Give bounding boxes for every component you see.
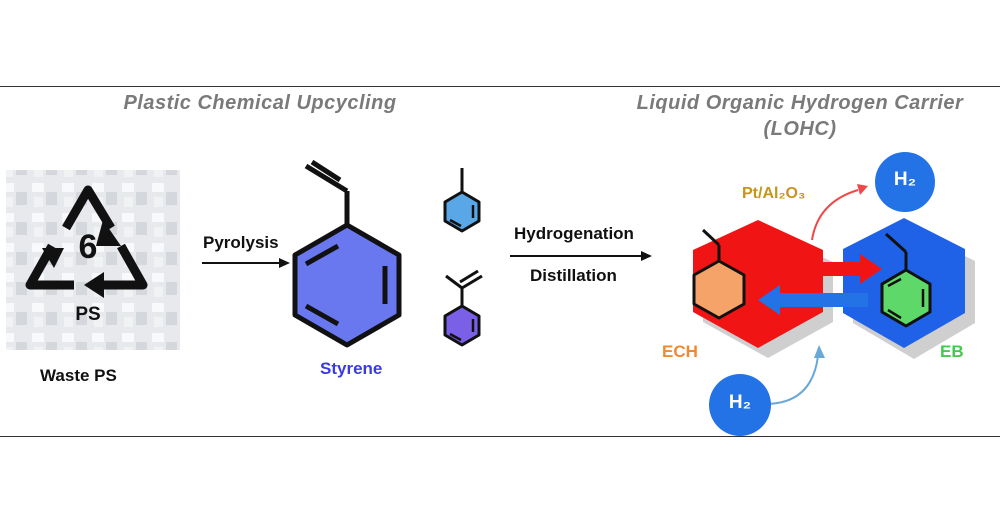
pyrolysis-label: Pyrolysis	[203, 233, 279, 252]
lohc-heading-line2: (LOHC)	[763, 118, 837, 140]
h2-uptake-curve	[764, 355, 819, 405]
toluene-molecule	[443, 168, 481, 233]
h2-out-bubble	[875, 152, 935, 212]
h2-out-label: H₂	[893, 169, 917, 190]
recycle-symbol-icon	[25, 185, 148, 298]
h2-in-bubble	[709, 374, 771, 436]
ech-label: ECH	[662, 342, 698, 361]
methylstyrene-molecule	[443, 269, 483, 347]
h2-in-label: H₂	[728, 392, 752, 413]
top-divider	[0, 86, 1000, 87]
styrene-molecule	[292, 159, 402, 348]
distillation-label: Distillation	[530, 266, 617, 285]
pyrolysis-arrow	[202, 258, 290, 268]
hydrogenation-back-arrow	[758, 285, 868, 315]
hydrogenation-arrow	[510, 251, 652, 261]
dehydrogenation-arrow	[772, 254, 882, 284]
h2-uptake-arrowhead	[814, 345, 825, 358]
h2-release-arrowhead	[857, 184, 868, 195]
catalyst-label: Pt/Al₂O₃	[742, 185, 806, 202]
h2-release-curve	[811, 189, 859, 241]
styrene-label: Styrene	[320, 359, 383, 378]
eb-label: EB	[940, 342, 964, 361]
eb-ring	[880, 232, 932, 328]
upcycling-heading: Plastic Chemical Upcycling	[123, 92, 397, 114]
recycle-code: PS	[75, 304, 100, 325]
recycle-number: 6	[79, 228, 98, 266]
lohc-heading-line1: Liquid Organic Hydrogen Carrier	[636, 92, 964, 114]
ech-ring	[692, 228, 746, 320]
hydrogenation-label: Hydrogenation	[514, 224, 634, 243]
waste-ps-label: Waste PS	[40, 366, 117, 385]
bottom-divider	[0, 436, 1000, 437]
